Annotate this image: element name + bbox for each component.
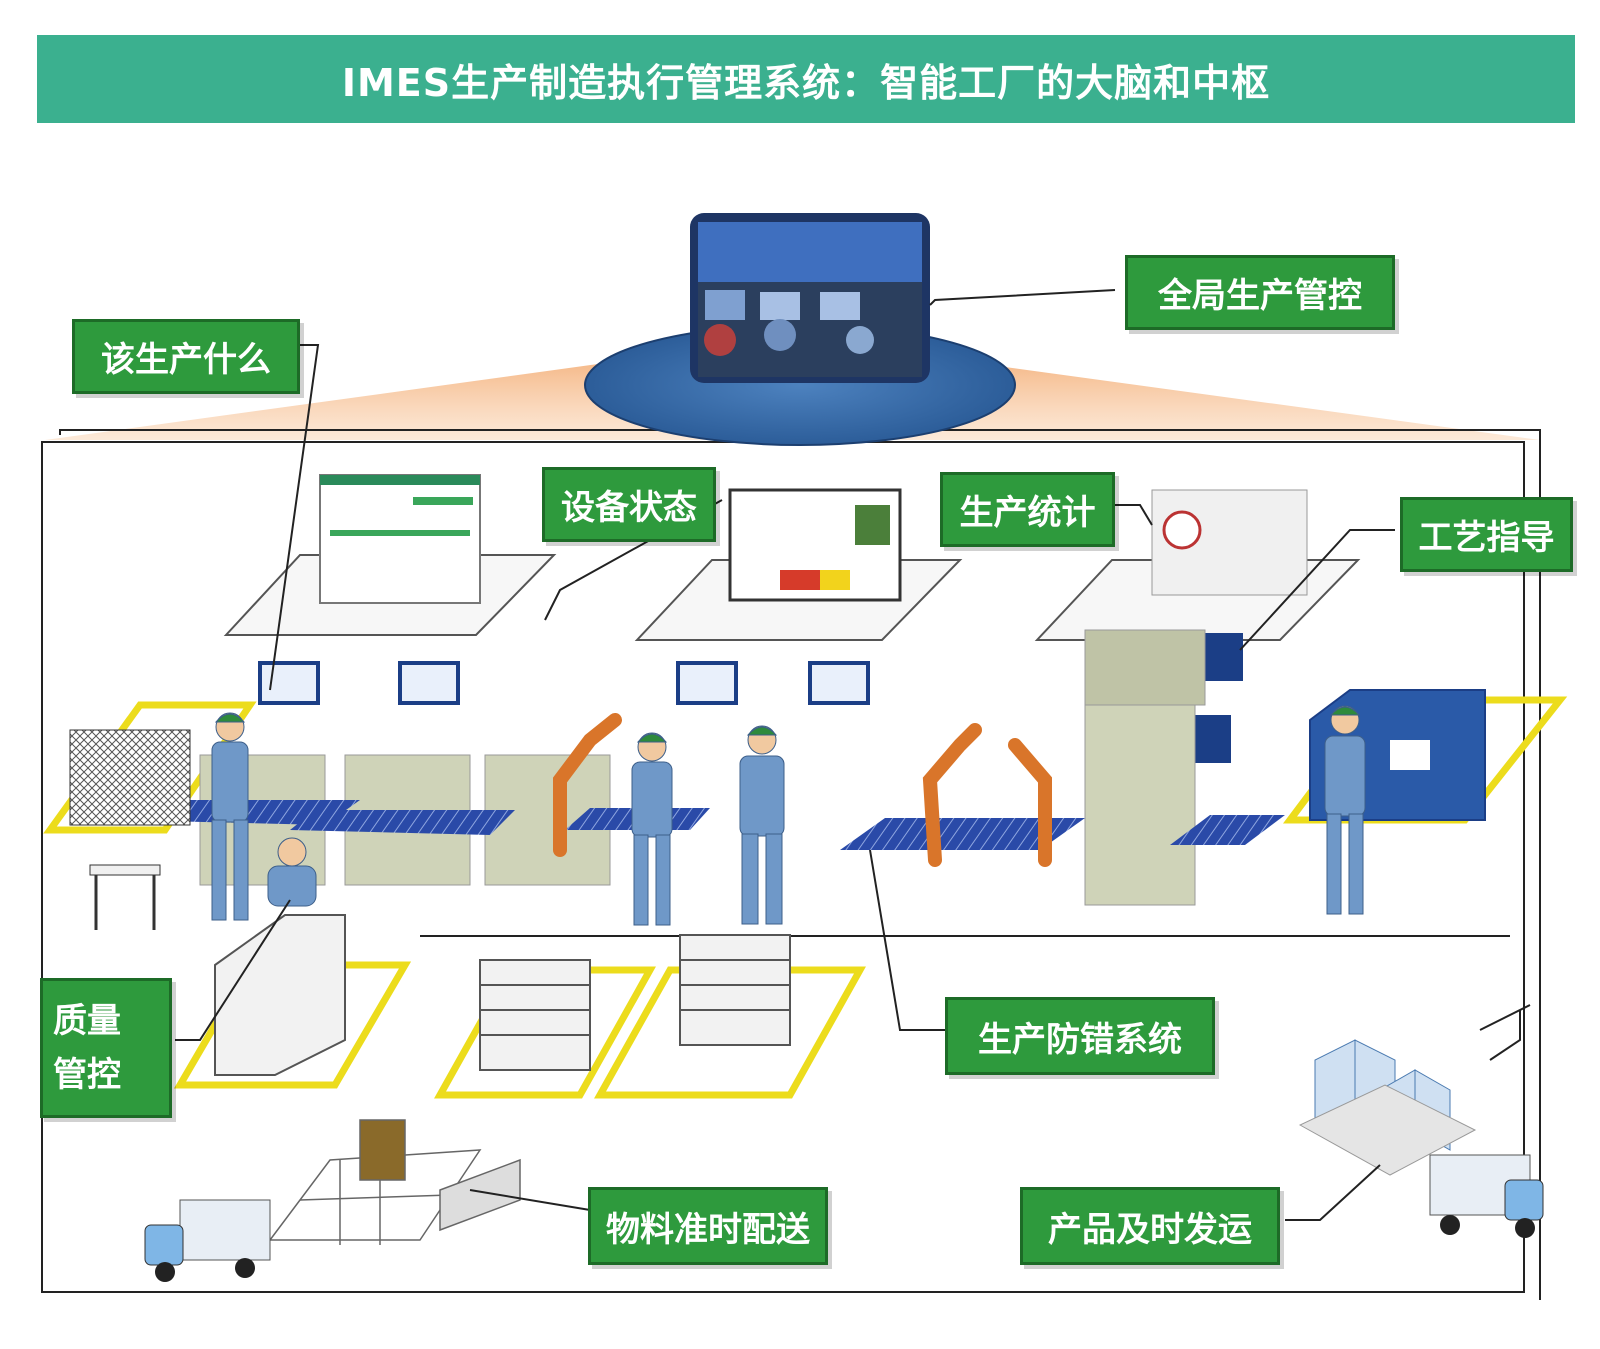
label-what-to-produce: 该生产什么 — [72, 319, 300, 394]
page-title: IMES生产制造执行管理系统：智能工厂的大脑和中枢 — [341, 60, 1271, 105]
wall-displays — [258, 474, 1308, 763]
label-global-production-control: 全局生产管控 — [1125, 255, 1395, 330]
label-error-proofing-system: 生产防错系统 — [945, 997, 1215, 1075]
label-equipment-status: 设备状态 — [542, 467, 716, 542]
city-buildings — [1298, 1039, 1477, 1176]
warehouse-racks — [268, 1119, 521, 1245]
material-carts — [214, 914, 791, 1076]
title-banner: IMES生产制造执行管理系统：智能工厂的大脑和中枢 — [37, 35, 1575, 123]
control-center — [584, 213, 1016, 446]
label-text: 全局生产管控 — [1158, 276, 1362, 316]
robot-arms — [553, 713, 1052, 867]
connector-lines — [175, 289, 1531, 1221]
label-text: 该生产什么 — [101, 340, 271, 380]
label-quality-control: 质量 管控 — [40, 978, 172, 1118]
label-text-line1: 质量 — [53, 1000, 121, 1041]
label-text-line2: 管控 — [53, 1055, 121, 1095]
label-process-guidance: 工艺指导 — [1400, 497, 1573, 572]
label-text: 物料准时配送 — [606, 1209, 810, 1250]
delivery-truck-right — [1429, 1154, 1544, 1238]
label-text: 工艺指导 — [1418, 518, 1555, 558]
workers — [211, 705, 1366, 926]
label-material-delivery: 物料准时配送 — [588, 1187, 828, 1265]
label-production-statistics: 生产统计 — [940, 472, 1115, 547]
label-text: 设备状态 — [561, 488, 697, 528]
delivery-truck-left — [144, 1199, 271, 1282]
label-text: 生产统计 — [959, 493, 1096, 533]
label-text: 生产防错系统 — [978, 1019, 1182, 1060]
label-text: 产品及时发运 — [1048, 1209, 1252, 1250]
left-storage — [69, 729, 191, 930]
label-product-shipping: 产品及时发运 — [1020, 1187, 1280, 1265]
